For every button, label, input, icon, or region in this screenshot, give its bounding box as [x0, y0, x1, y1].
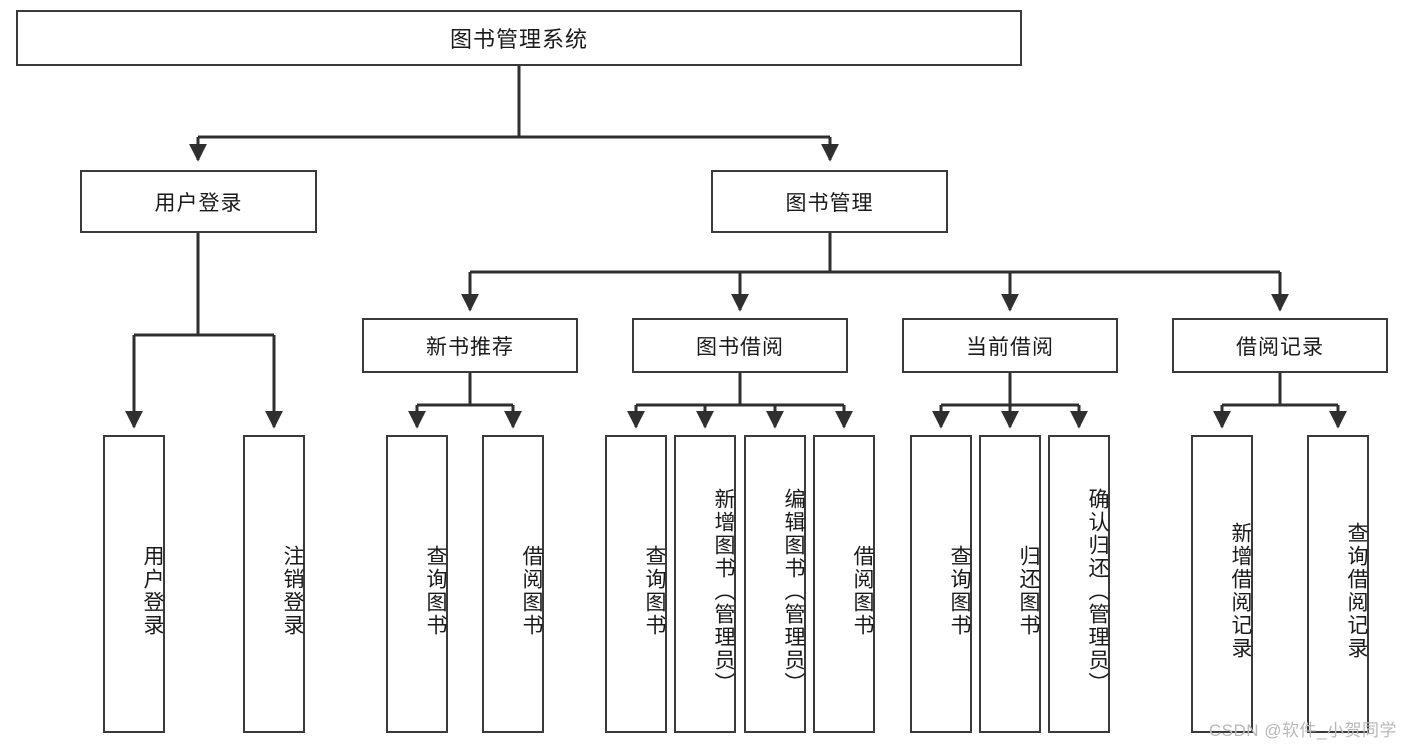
leaf-query-book-3[interactable]: 查询图书: [910, 435, 972, 733]
node-book-borrow-label: 图书借阅: [696, 335, 784, 359]
leaf-query-book-3-label: 查询图书: [948, 545, 971, 637]
node-current-borrow[interactable]: 当前借阅: [902, 318, 1118, 373]
node-current-borrow-label: 当前借阅: [966, 335, 1054, 359]
watermark: CSDN @软件_小贺同学: [1208, 721, 1397, 740]
leaf-confirm-return[interactable]: 确认归还（管理员）: [1048, 435, 1110, 733]
node-user-login[interactable]: 用户登录: [80, 170, 317, 233]
node-book-manage[interactable]: 图书管理: [711, 170, 948, 233]
node-borrow-record[interactable]: 借阅记录: [1172, 318, 1388, 373]
node-user-login-label: 用户登录: [154, 191, 243, 215]
leaf-return-book[interactable]: 归还图书: [979, 435, 1041, 733]
leaf-query-book-1[interactable]: 查询图书: [386, 435, 448, 733]
leaf-borrow-book-1-label: 借阅图书: [520, 545, 543, 637]
node-borrow-record-label: 借阅记录: [1236, 335, 1324, 359]
leaf-query-record-label: 查询借阅记录: [1345, 522, 1368, 660]
node-root-label: 图书管理系统: [449, 27, 588, 52]
node-book-manage-label: 图书管理: [785, 191, 874, 215]
leaf-add-book[interactable]: 新增图书（管理员）: [674, 435, 736, 733]
leaf-add-record[interactable]: 新增借阅记录: [1191, 435, 1253, 733]
leaf-add-book-label: 新增图书（管理员）: [712, 487, 735, 695]
node-book-borrow[interactable]: 图书借阅: [632, 318, 848, 373]
node-new-book-rec[interactable]: 新书推荐: [362, 318, 578, 373]
leaf-logout-login[interactable]: 注销登录: [243, 435, 305, 733]
leaf-user-login-label: 用户登录: [141, 545, 164, 637]
leaf-query-book-2-label: 查询图书: [643, 545, 666, 637]
node-root[interactable]: 图书管理系统: [16, 10, 1022, 66]
leaf-edit-book-label: 编辑图书（管理员）: [782, 487, 805, 695]
leaf-add-record-label: 新增借阅记录: [1229, 522, 1252, 660]
leaf-user-login[interactable]: 用户登录: [103, 435, 165, 733]
leaf-query-book-1-label: 查询图书: [424, 545, 447, 637]
leaf-query-record[interactable]: 查询借阅记录: [1307, 435, 1369, 733]
leaf-return-book-label: 归还图书: [1017, 545, 1040, 637]
leaf-borrow-book-2-label: 借阅图书: [851, 545, 874, 637]
leaf-borrow-book-1[interactable]: 借阅图书: [482, 435, 544, 733]
leaf-confirm-return-label: 确认归还（管理员）: [1086, 487, 1109, 695]
leaf-logout-login-label: 注销登录: [281, 545, 304, 637]
leaf-borrow-book-2[interactable]: 借阅图书: [813, 435, 875, 733]
leaf-query-book-2[interactable]: 查询图书: [605, 435, 667, 733]
leaf-edit-book[interactable]: 编辑图书（管理员）: [744, 435, 806, 733]
node-new-book-rec-label: 新书推荐: [426, 335, 514, 359]
